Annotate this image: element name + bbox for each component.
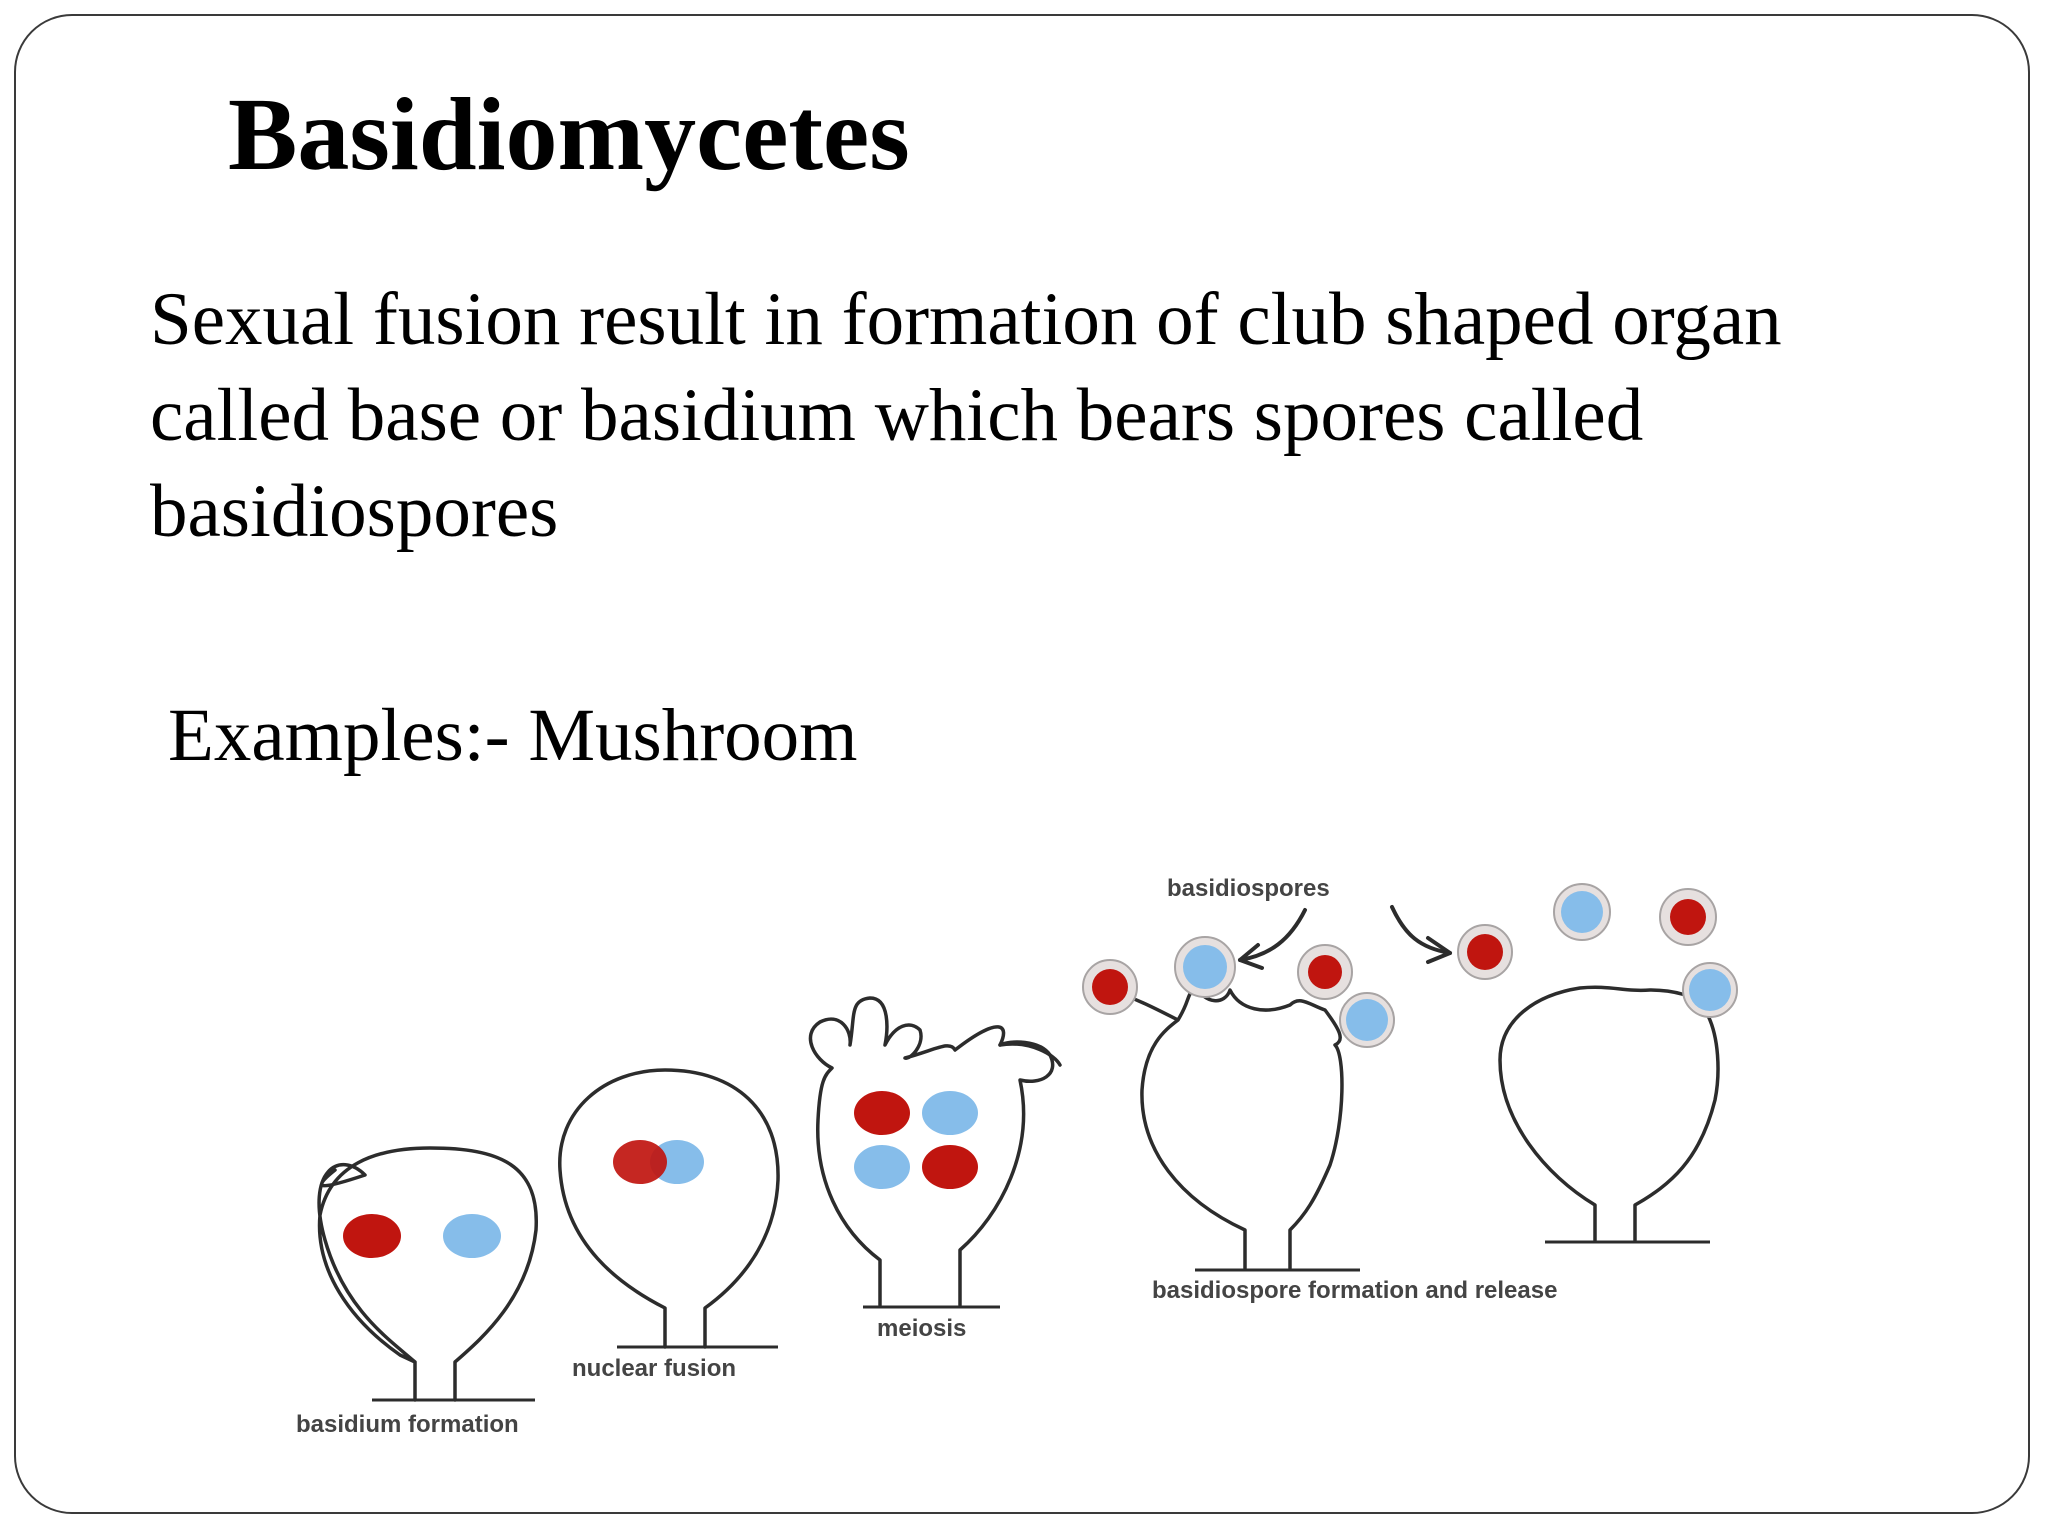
stage-2-blue-nucleus	[650, 1140, 704, 1184]
stage-3-cell-outline	[808, 996, 1055, 1307]
stage-3-blue-nucleus-2	[854, 1145, 910, 1189]
stage-meiosis: meiosis	[808, 996, 1062, 1342]
released-spore-red-2	[1467, 934, 1503, 970]
stage-basidium-formation: basidium formation	[296, 1146, 538, 1438]
stage-1-red-nucleus	[343, 1214, 401, 1258]
arrow-left-icon	[1238, 908, 1307, 962]
spore-red-1	[1092, 969, 1128, 1005]
label-meiosis: meiosis	[877, 1315, 966, 1342]
released-spore-red-1	[1670, 899, 1706, 935]
label-basidiospores: basidiospores	[1167, 875, 1330, 902]
stage-basidiospore-formation	[1082, 936, 1395, 1272]
stage-5-cell-outline	[1498, 985, 1720, 1242]
stage-nuclear-fusion: nuclear fusion	[558, 1068, 780, 1382]
arrow-right-head-icon	[1426, 936, 1452, 964]
stage-1-cell-outline	[317, 1146, 538, 1402]
label-basidiospore-formation-release: basidiospore formation and release	[1152, 1277, 1557, 1304]
stage-4-spores	[1082, 936, 1395, 1048]
arrow-left-head-icon	[1238, 943, 1264, 970]
body-line-2: called base or basidium which bears spor…	[150, 374, 1644, 457]
arrow-right-icon	[1390, 905, 1452, 955]
stage-3-red-nucleus-2	[922, 1145, 978, 1189]
stage-3-red-nucleus-1	[854, 1091, 910, 1135]
stage-spore-release	[1457, 883, 1738, 1244]
slide-body: Sexual fusion result in formation of clu…	[150, 272, 1950, 560]
stage-2-cell-outline	[558, 1068, 780, 1349]
spore-blue-1	[1183, 945, 1227, 989]
stage-1-blue-nucleus	[443, 1214, 501, 1258]
released-spore-blue-2	[1689, 969, 1731, 1011]
examples-text: Examples:- Mushroom	[168, 694, 858, 777]
stage-3-blue-nucleus-1	[922, 1091, 978, 1135]
label-nuclear-fusion: nuclear fusion	[572, 1355, 736, 1382]
body-line-1: Sexual fusion result in formation of clu…	[150, 278, 1782, 361]
spore-blue-2	[1346, 999, 1388, 1041]
label-basidium-formation: basidium formation	[296, 1411, 519, 1438]
body-line-3: basidiospores	[150, 470, 559, 553]
stage-3-cell-right	[998, 1042, 1062, 1067]
slide-title: Basidiomycetes	[228, 77, 910, 192]
stage-4-cell-outline	[1108, 983, 1344, 1270]
basidiospores-callout: basidiospores	[1167, 875, 1452, 970]
slide-frame	[14, 14, 2030, 1514]
released-spore-blue-1	[1561, 891, 1603, 933]
spore-red-2	[1308, 955, 1342, 989]
stage-2-red-nucleus	[613, 1140, 667, 1184]
